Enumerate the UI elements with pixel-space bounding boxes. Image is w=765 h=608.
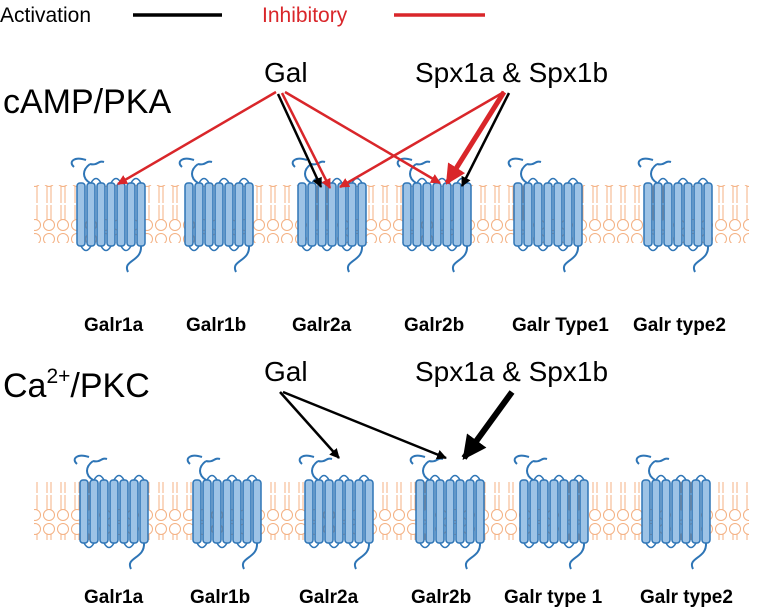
receptor-label: Galr1a — [84, 587, 144, 608]
legend-inhibitory-label: Inhibitory — [262, 4, 348, 27]
arrow-gal-galr1a-inhibitory — [117, 90, 277, 186]
receptor-galr-type1 — [513, 454, 589, 570]
receptor-galr-type2 — [637, 157, 713, 273]
panel-camp-pka: cAMP/PKA Gal Spx1a & Spx1b Galr1a Galr1b… — [3, 57, 749, 336]
receptor-galr1a — [73, 454, 149, 570]
legend: Activation Inhibitory — [0, 4, 485, 27]
receptor-galr2b — [396, 157, 472, 273]
receptor-galr1b — [178, 157, 254, 273]
receptor-label: Galr type2 — [633, 315, 726, 336]
receptor-label: Galr Type1 — [512, 315, 609, 336]
receptor-label: Galr type 1 — [504, 587, 603, 608]
receptor-label: Galr1a — [84, 315, 144, 336]
ligand-gal-label: Gal — [264, 57, 308, 88]
ligand-spx-label: Spx1a & Spx1b — [415, 356, 608, 387]
cell-membrane — [34, 185, 749, 243]
receptor-galr1b — [186, 454, 262, 570]
receptor-galr-type2 — [635, 454, 711, 570]
arrow-spx-galr2b-activation — [461, 390, 515, 460]
pathway-title: cAMP/PKA — [3, 83, 171, 121]
arrow-gal-galr2a-activation — [279, 391, 340, 459]
arrow-spx-galr2a-inhibitory — [339, 90, 505, 189]
panel-ca-pkc: Ca2+/PKC Gal Spx1a & Spx1b Galr1a Galr1b… — [3, 356, 749, 608]
arrow-spx-galr2b-inhibitory — [444, 90, 507, 185]
pathway-title: Ca2+/PKC — [3, 365, 150, 405]
receptor-label: Galr1b — [186, 315, 246, 336]
arrow-spx-galr2b-activation — [460, 92, 511, 187]
legend-activation-label: Activation — [0, 4, 91, 27]
arrow-gal-galr2a-inhibitory — [280, 92, 332, 189]
receptor-label: Galr1b — [190, 587, 250, 608]
receptor-galr-type1 — [507, 157, 583, 273]
receptor-galr2b — [409, 454, 485, 570]
receptor-label: Galr2b — [411, 587, 471, 608]
arrow-gal-galr2b-activation — [282, 390, 447, 460]
receptor-label: Galr2a — [299, 587, 359, 608]
receptor-galr2a — [298, 454, 374, 570]
arrow-gal-galr2b-inhibitory — [284, 90, 441, 185]
receptor-galr2a — [291, 157, 367, 273]
ligand-gal-label: Gal — [264, 356, 308, 387]
receptor-label: Galr2a — [292, 315, 352, 336]
ligand-spx-label: Spx1a & Spx1b — [415, 57, 608, 88]
cell-membrane — [34, 482, 749, 540]
receptor-label: Galr2b — [404, 315, 464, 336]
receptor-label: Galr type2 — [640, 587, 733, 608]
arrow-gal-galr2a-activation — [276, 93, 323, 188]
